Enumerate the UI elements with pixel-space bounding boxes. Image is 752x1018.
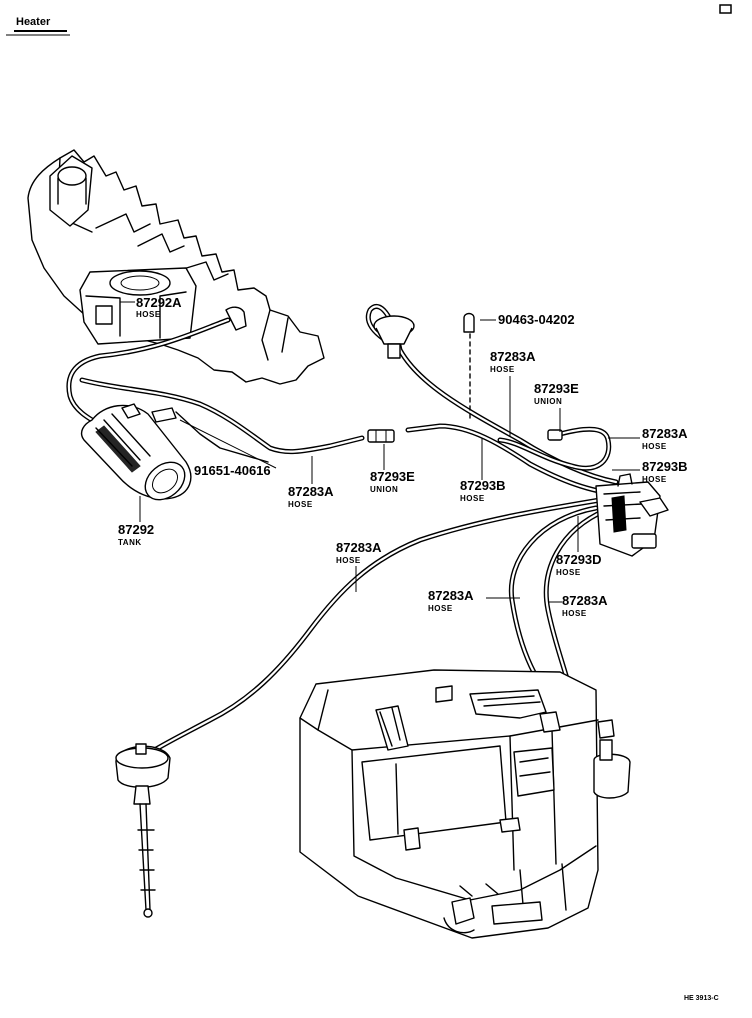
svg-text:87292: 87292 (118, 522, 154, 537)
svg-text:87293E: 87293E (534, 381, 579, 396)
callout-clip-90463: 90463-04202 (498, 312, 575, 327)
svg-text:90463-04202: 90463-04202 (498, 312, 575, 327)
svg-text:87293B: 87293B (460, 478, 506, 493)
vacuum-actuator (115, 743, 171, 918)
svg-text:87292A: 87292A (136, 295, 182, 310)
corner-marker (719, 4, 732, 14)
callout-87293b-hose-middle: 87293B HOSE (460, 478, 506, 503)
svg-text:HOSE: HOSE (556, 568, 581, 577)
check-valve (373, 315, 415, 359)
callout-87292a-hose: 87292A HOSE (136, 295, 182, 319)
svg-text:HOSE: HOSE (642, 442, 667, 451)
svg-text:TANK: TANK (118, 538, 142, 547)
svg-text:87283A: 87283A (288, 484, 334, 499)
reference-code: HE 3913-C (684, 995, 719, 1002)
valve-bracket-assembly (595, 473, 669, 557)
svg-text:87293B: 87293B (642, 459, 688, 474)
svg-text:87283A: 87283A (336, 540, 382, 555)
svg-text:87283A: 87283A (428, 588, 474, 603)
svg-text:UNION: UNION (534, 397, 562, 406)
callouts: 87292A HOSE 90463-04202 87283A HOSE 8729… (118, 295, 688, 618)
svg-text:HOSE: HOSE (428, 604, 453, 613)
svg-text:HOSE: HOSE (490, 365, 515, 374)
svg-text:87283A: 87283A (490, 349, 536, 364)
svg-text:91651-40616: 91651-40616 (194, 463, 271, 478)
svg-text:87293D: 87293D (556, 552, 602, 567)
svg-text:UNION: UNION (370, 485, 398, 494)
svg-text:87293E: 87293E (370, 469, 415, 484)
callout-87283a-hose-upper: 87283A HOSE (490, 349, 536, 374)
heater-unit (299, 669, 631, 939)
union-fitting (367, 429, 563, 443)
diagram-title: Heater (16, 16, 51, 28)
callout-87283a-hose-lower-right: 87283A HOSE (562, 593, 608, 618)
svg-text:87283A: 87283A (642, 426, 688, 441)
svg-text:HOSE: HOSE (642, 475, 667, 484)
tank-87292 (80, 403, 269, 501)
svg-text:HOSE: HOSE (336, 556, 361, 565)
callout-91651-bolt: 91651-40616 (194, 463, 271, 478)
callout-87293d-hose: 87293D HOSE (556, 552, 602, 577)
callout-87283a-hose-lower-left: 87283A HOSE (428, 588, 474, 613)
diagram-header: Heater (6, 4, 732, 36)
svg-text:87283A: 87283A (562, 593, 608, 608)
callout-87283a-hose-middle: 87283A HOSE (288, 484, 334, 509)
svg-text:HOSE: HOSE (288, 500, 313, 509)
svg-text:HOSE: HOSE (136, 310, 161, 319)
callout-87283a-hose-left: 87283A HOSE (336, 540, 382, 565)
callout-87293e-union-upper: 87293E UNION (534, 381, 579, 406)
intake-manifold-illustration (27, 149, 325, 385)
callout-87293b-hose-right: 87293B HOSE (642, 459, 688, 484)
callout-87292-tank: 87292 TANK (118, 522, 154, 547)
callout-87283a-hose-right: 87283A HOSE (642, 426, 688, 451)
callout-87293e-union-middle: 87293E UNION (370, 469, 415, 494)
svg-text:HOSE: HOSE (460, 494, 485, 503)
leader-lines (120, 301, 640, 603)
svg-text:HOSE: HOSE (562, 609, 587, 618)
hose-clip (463, 312, 475, 421)
